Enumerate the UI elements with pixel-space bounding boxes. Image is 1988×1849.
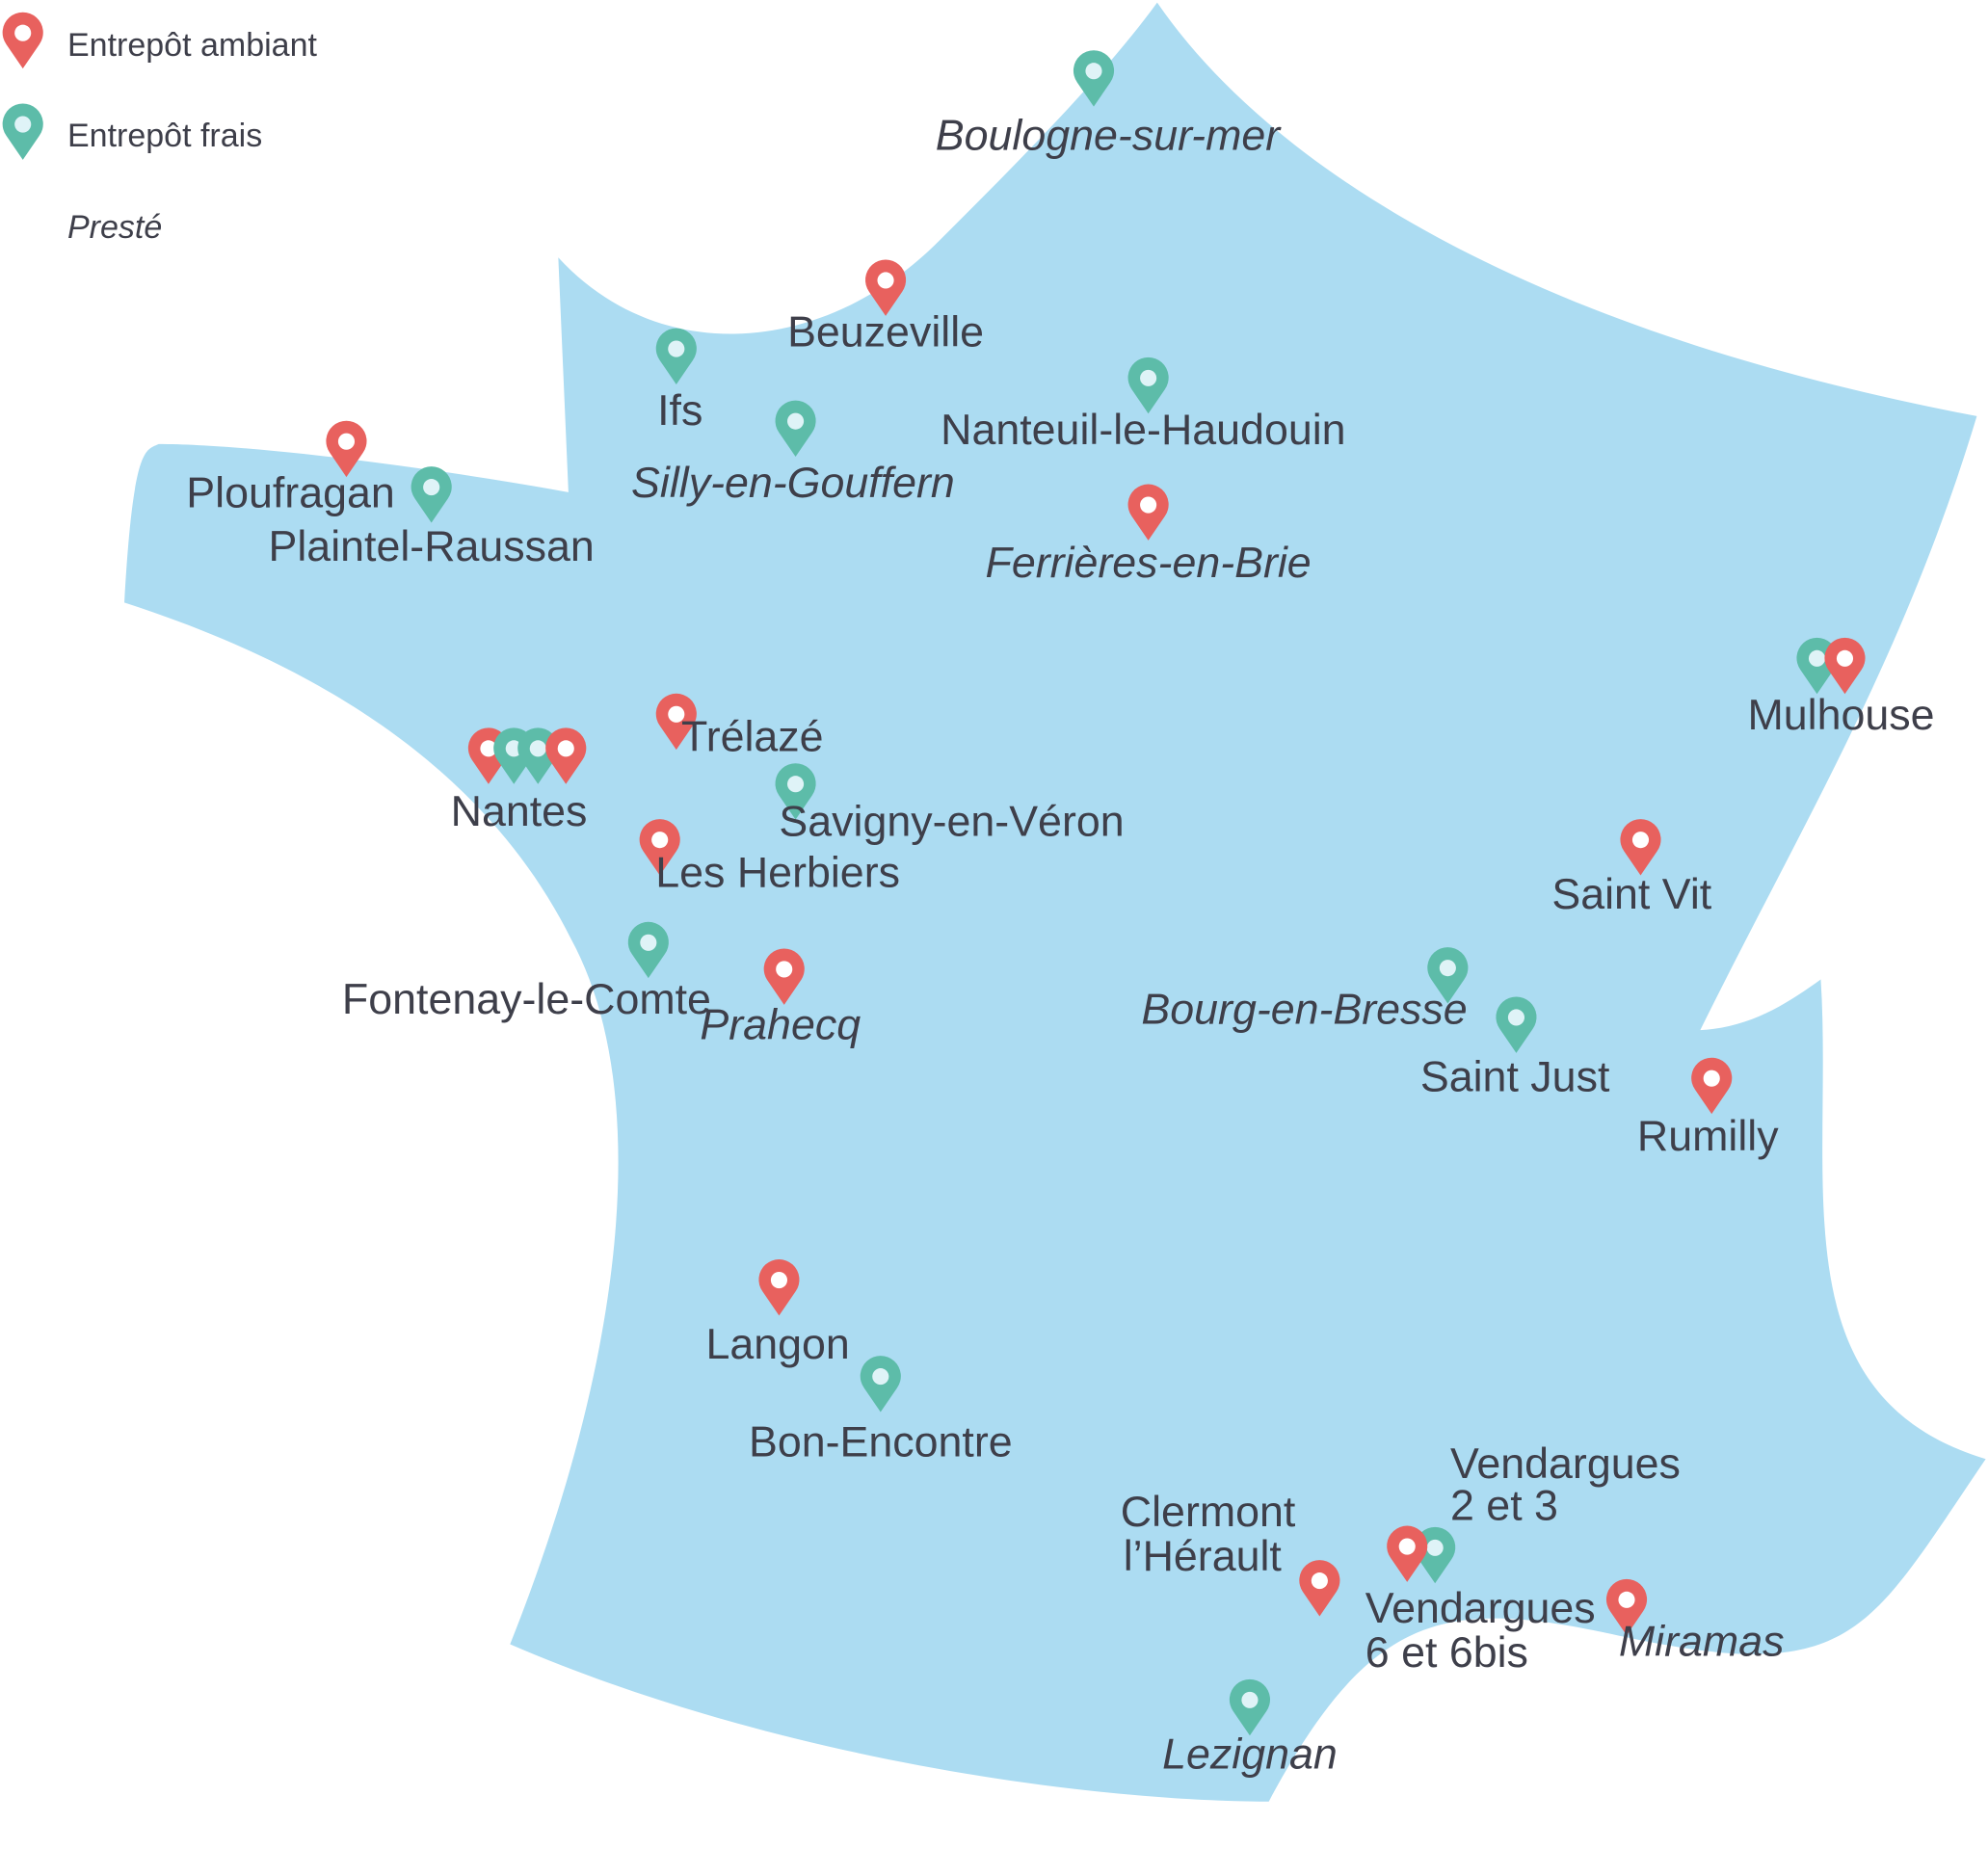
legend-ambient-label: Entrepôt ambiant (67, 27, 317, 64)
fresh-warehouse-pin-icon (1127, 357, 1169, 414)
location-label-rumilly: Rumilly (1637, 1112, 1779, 1160)
ambient-warehouse-pin-icon (1620, 819, 1661, 876)
location-label-vendargues23: 2 et 3 (1450, 1481, 1558, 1529)
location-label-saintvit: Saint Vit (1551, 870, 1711, 918)
legend-fresh-pin-icon (2, 103, 43, 160)
fresh-warehouse-pin-icon (411, 466, 452, 523)
location-label-herbiers: Les Herbiers (655, 848, 900, 896)
location-label-savigny: Savigny-en-Véron (779, 798, 1124, 846)
ambient-warehouse-pin-icon (1605, 1578, 1648, 1636)
location-label-vendargues6: 6 et 6bis (1365, 1628, 1528, 1677)
ambient-warehouse-pin-icon (639, 819, 680, 876)
ambient-pin-icon (2, 12, 43, 69)
fresh-warehouse-pin-icon (1229, 1678, 1271, 1736)
location-label-boulogne: Boulogne-sur-mer (936, 111, 1282, 159)
ambient-warehouse-pin-icon (864, 259, 907, 316)
location-label-ferrieres: Ferrières-en-Brie (986, 539, 1312, 587)
location-label-clermont: l’Hérault (1124, 1532, 1283, 1580)
location-label-fontenay: Fontenay-le-Comte (342, 975, 711, 1023)
legend-ambient-pin-icon (2, 12, 43, 69)
france-silhouette (124, 2, 1986, 1802)
fresh-warehouse-pin-icon (775, 763, 816, 820)
fresh-warehouse-pin-icon (1073, 50, 1115, 107)
pins-layer (326, 50, 1866, 1736)
location-label-vendargues6: Vendargues (1365, 1584, 1596, 1632)
ambient-warehouse-pin-icon (1691, 1057, 1733, 1115)
legend-icons (2, 12, 43, 160)
location-label-silly: Silly-en-Gouffern (631, 459, 955, 507)
location-label-trelaze: Trélazé (681, 712, 824, 760)
ambient-warehouse-pin-icon (763, 948, 805, 1005)
fresh-warehouse-pin-icon (1427, 947, 1469, 1004)
location-label-mulhouse: Mulhouse (1748, 691, 1935, 739)
ambient-warehouse-pin-icon (1824, 637, 1866, 695)
location-label-beuzeville: Beuzeville (787, 307, 984, 356)
ambient-warehouse-pin-icon (1387, 1525, 1428, 1582)
location-label-prahecq: Prahecq (700, 1000, 861, 1048)
fresh-warehouse-pin-icon (655, 328, 697, 384)
fresh-warehouse-pin-icon (627, 921, 669, 979)
fresh-pin-icon (2, 103, 43, 160)
location-label-nantes: Nantes (451, 787, 588, 835)
location-label-bonencontre: Bon-Encontre (749, 1418, 1013, 1466)
location-label-bourg: Bourg-en-Bresse (1141, 986, 1467, 1034)
ambient-warehouse-pin-icon (1299, 1560, 1340, 1617)
legend-fresh-label: Entrepôt frais (67, 118, 263, 154)
fresh-warehouse-pin-icon (775, 400, 816, 458)
location-label-lezignan: Lezignan (1162, 1730, 1338, 1778)
location-label-clermont: Clermont (1121, 1488, 1296, 1536)
legend-preste-label: Presté (67, 209, 163, 246)
location-label-langon: Langon (705, 1320, 849, 1368)
location-label-ifs: Ifs (657, 386, 702, 435)
fresh-warehouse-pin-icon (860, 1356, 901, 1413)
location-label-nanteuil: Nanteuil-le-Haudouin (941, 406, 1345, 454)
ambient-warehouse-pin-icon (326, 420, 367, 478)
location-label-ploufragan: Ploufragan (186, 469, 394, 517)
labels-layer: Boulogne-sur-merBeuzevilleIfsSilly-en-Go… (186, 111, 1934, 1778)
ambient-warehouse-pin-icon (1127, 484, 1169, 541)
location-label-miramas: Miramas (1619, 1617, 1785, 1665)
ambient-warehouse-pin-icon (655, 693, 697, 751)
ambient-warehouse-pin-icon (545, 727, 587, 784)
location-label-plaintel: Plaintel-Raussan (269, 522, 595, 570)
location-label-saintjust: Saint Just (1420, 1052, 1610, 1100)
location-label-vendargues23: Vendargues (1450, 1440, 1681, 1488)
ambient-warehouse-pin-icon (758, 1259, 800, 1316)
fresh-warehouse-pin-icon (1496, 996, 1537, 1053)
